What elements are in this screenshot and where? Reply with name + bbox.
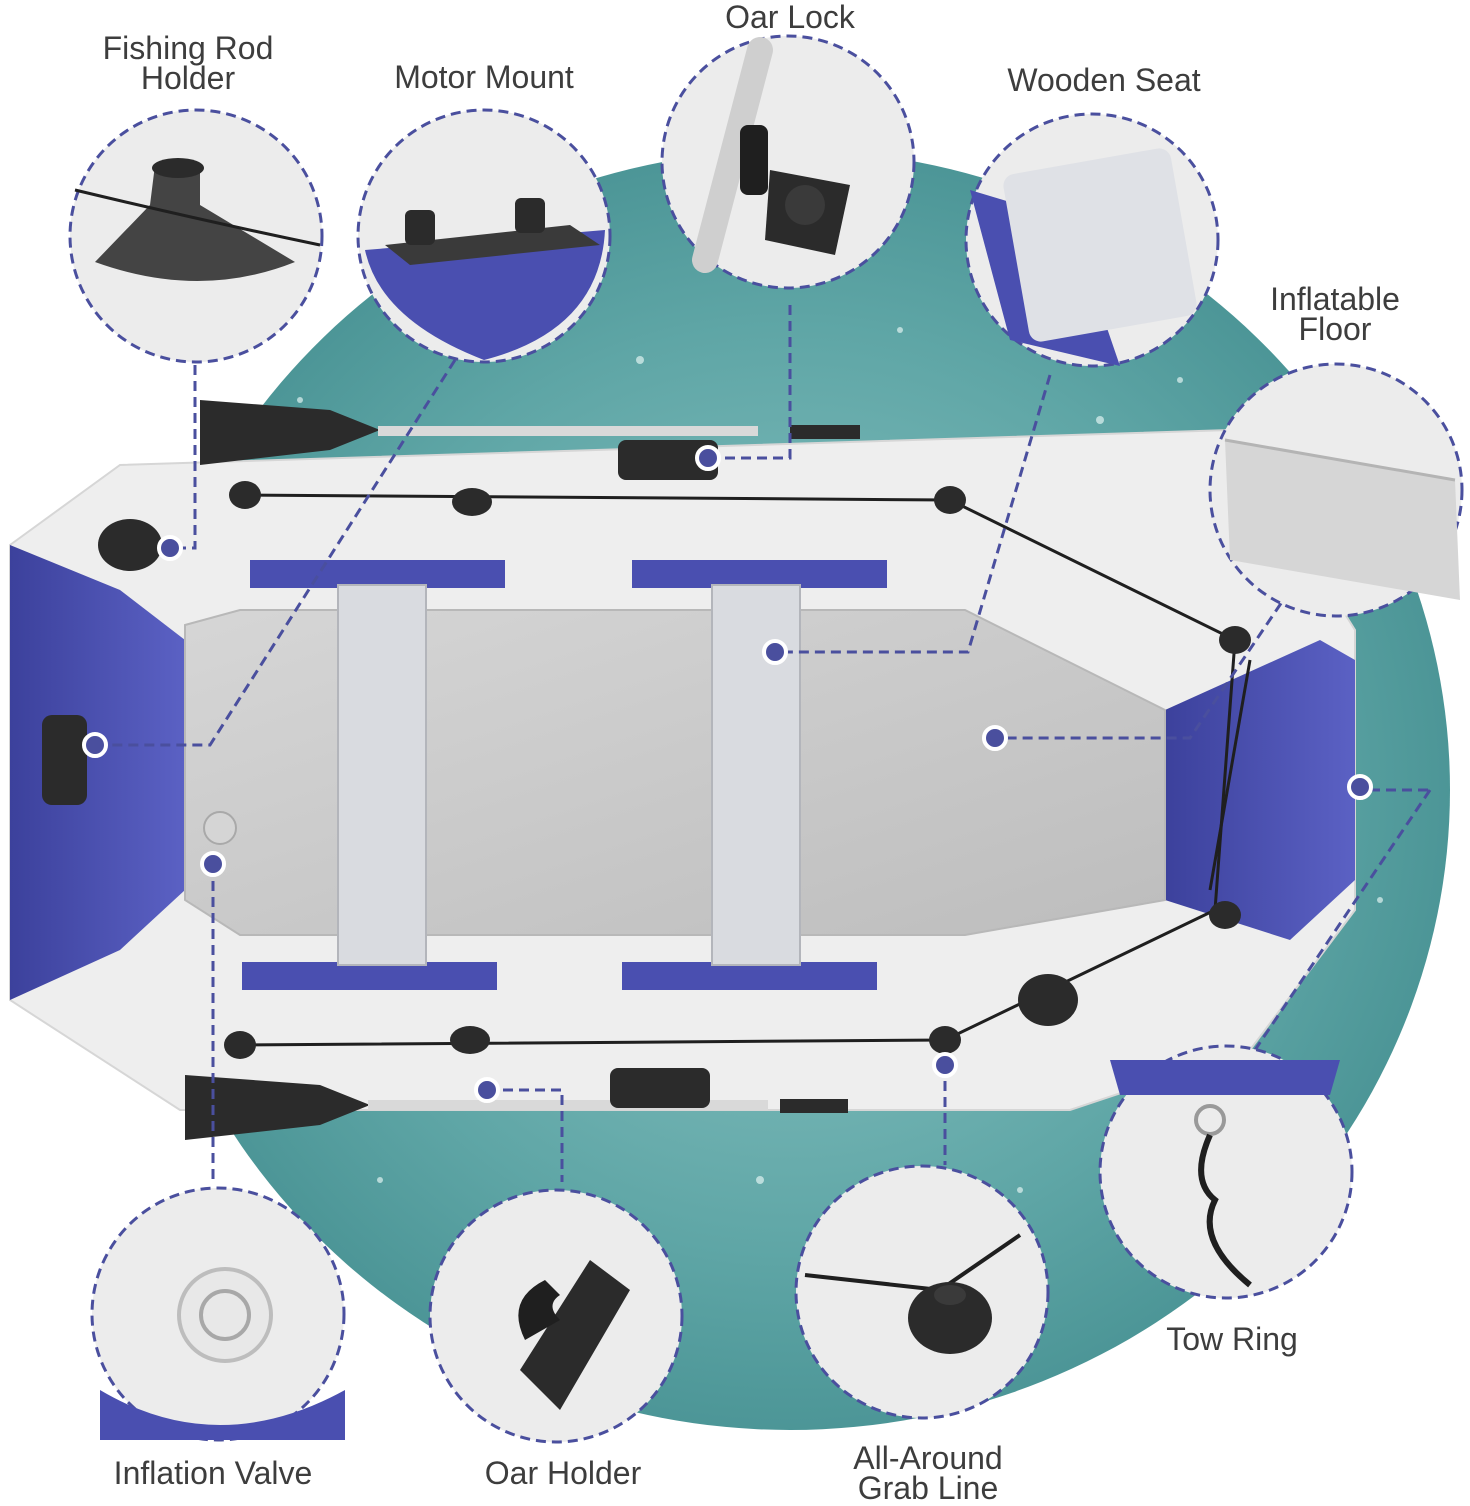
tow-ring-icon bbox=[1194, 1104, 1226, 1136]
grab-line-rope bbox=[244, 493, 1237, 1047]
detail-circle-oar-lock bbox=[660, 34, 916, 290]
detail-circle-tow-ring bbox=[1098, 1044, 1354, 1300]
connector-lines bbox=[95, 305, 1432, 1182]
boat-floor bbox=[184, 609, 1166, 936]
label-line: Fishing Rod bbox=[102, 30, 274, 66]
label-line: Floor bbox=[1298, 311, 1372, 347]
seat-strip-top-right bbox=[632, 560, 887, 588]
detail-circle-motor-mount bbox=[356, 108, 612, 364]
grab-line-anchors bbox=[224, 481, 1251, 1059]
rod-holder-on-boat bbox=[98, 519, 162, 571]
detail-circle-fishing-rod-holder bbox=[68, 108, 324, 364]
label-tow-ring: Tow Ring bbox=[1150, 1321, 1314, 1357]
motor-mount-on-boat bbox=[42, 715, 87, 805]
callout-endpoints bbox=[82, 445, 1373, 1103]
label-all-around-grab-line: All-Around Grab Line bbox=[836, 1440, 1020, 1506]
stern-blue-section bbox=[10, 545, 185, 1000]
label-oar-lock: Oar Lock bbox=[710, 0, 870, 35]
label-oar-holder: Oar Holder bbox=[470, 1455, 656, 1491]
oar-holder-icon bbox=[520, 1260, 630, 1410]
label-motor-mount: Motor Mount bbox=[380, 59, 588, 95]
seat-strip-bottom-right bbox=[622, 962, 877, 990]
grab-line-icon bbox=[908, 1282, 992, 1354]
rod-holder-icon bbox=[95, 165, 295, 281]
seat-strip-top-left bbox=[250, 560, 505, 588]
motor-mount-icon bbox=[385, 225, 600, 265]
label-inflation-valve: Inflation Valve bbox=[98, 1455, 328, 1491]
label-line: Inflation Valve bbox=[113, 1455, 313, 1491]
detail-circle-inflatable-floor bbox=[1208, 362, 1464, 618]
oar-bottom bbox=[185, 1075, 848, 1140]
detail-circle-grab-line bbox=[794, 1164, 1050, 1420]
label-line: Motor Mount bbox=[394, 59, 574, 95]
wooden-seat-right bbox=[711, 584, 801, 966]
label-line: Holder bbox=[140, 60, 236, 96]
label-line: Oar Holder bbox=[484, 1455, 642, 1491]
label-wooden-seat: Wooden Seat bbox=[993, 62, 1215, 98]
tow-rope bbox=[1208, 659, 1252, 891]
wooden-seat-left bbox=[337, 584, 427, 966]
label-line: Wooden Seat bbox=[1007, 62, 1201, 98]
label-line: Inflatable bbox=[1270, 281, 1400, 317]
label-line: Oar Lock bbox=[725, 0, 855, 35]
detail-circle-oar-holder bbox=[428, 1188, 684, 1444]
label-line: Tow Ring bbox=[1166, 1321, 1298, 1357]
label-inflatable-floor: Inflatable Floor bbox=[1250, 281, 1420, 347]
valve-icon bbox=[177, 1267, 273, 1363]
bow-blue-section bbox=[1165, 640, 1355, 940]
seat-strip-bottom-left bbox=[242, 962, 497, 990]
detail-circle-wooden-seat bbox=[964, 112, 1220, 368]
label-fishing-rod-holder: Fishing Rod Holder bbox=[92, 30, 284, 96]
floor-icon bbox=[1225, 440, 1460, 600]
oar-lock-bottom bbox=[610, 1068, 710, 1108]
seat-icon bbox=[1003, 148, 1197, 342]
label-line: All-Around bbox=[853, 1440, 1003, 1476]
oar-lock-top bbox=[618, 440, 718, 480]
oar-top bbox=[200, 400, 860, 465]
detail-circle-inflation-valve bbox=[90, 1186, 346, 1442]
valve-on-boat bbox=[203, 811, 237, 845]
label-line: Grab Line bbox=[857, 1470, 999, 1506]
rod-holder-on-boat-front bbox=[1018, 974, 1078, 1026]
